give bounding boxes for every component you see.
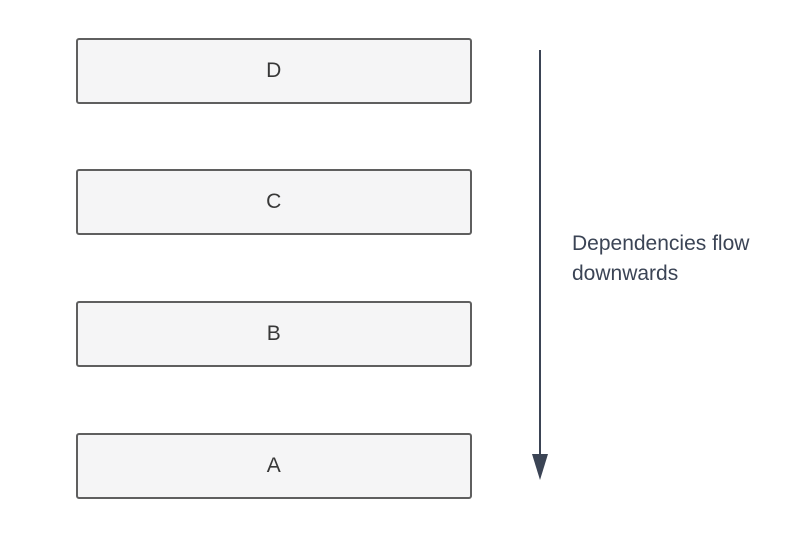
dependency-box: A — [76, 433, 472, 499]
down-arrow-head — [532, 454, 548, 480]
dependency-box: B — [76, 301, 472, 367]
dependency-box-label: D — [266, 59, 282, 82]
dependency-box-label: B — [266, 322, 282, 345]
down-arrow-icon — [532, 50, 548, 480]
dependency-box-label: C — [266, 190, 282, 213]
dependency-box: C — [76, 169, 472, 235]
arrow-caption: Dependencies flow downwards — [572, 232, 750, 285]
dependency-box: D — [76, 38, 472, 104]
dependency-box-label: A — [266, 454, 282, 477]
